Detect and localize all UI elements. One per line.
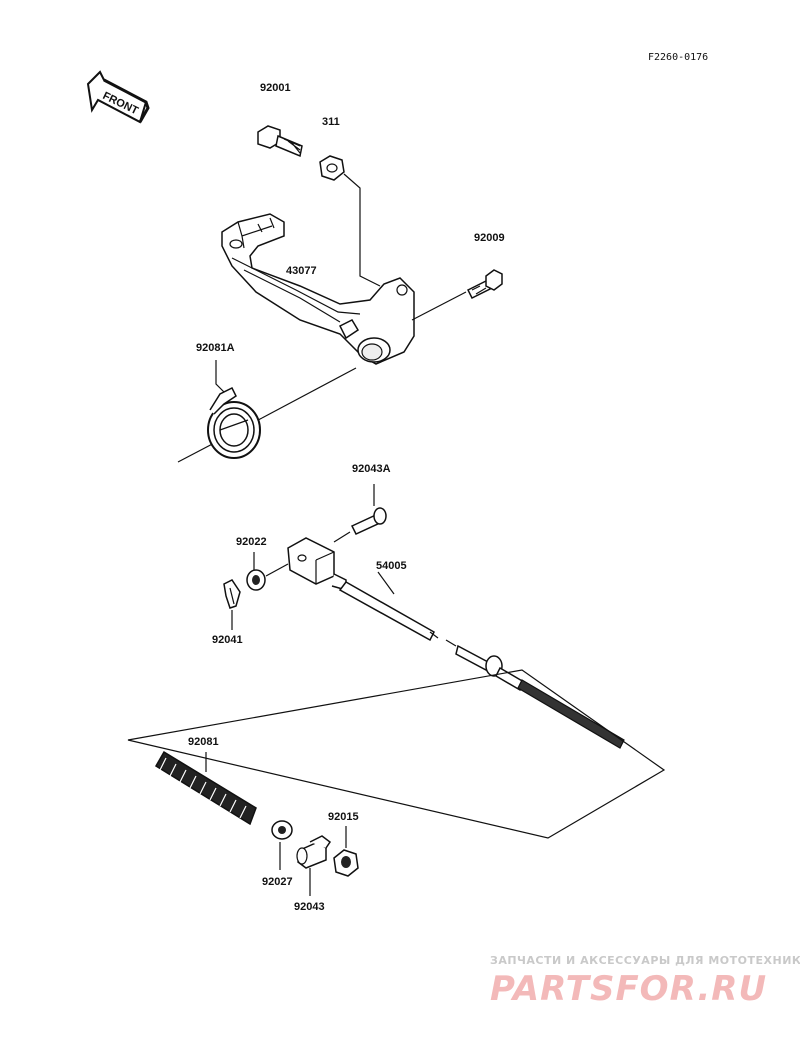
bolt-92001-icon (257, 125, 303, 158)
washer-92027-icon (271, 820, 293, 840)
front-arrow-icon: FRONT (86, 70, 150, 124)
label-92015: 92015 (328, 811, 359, 823)
watermark-tagline: ЗАПЧАСТИ И АКСЕССУАРЫ ДЛЯ МОТОТЕХНИКИ (490, 954, 800, 967)
label-92041: 92041 (212, 634, 243, 646)
torsion-spring-92081a-icon (207, 386, 261, 459)
leader-92081a (215, 360, 225, 393)
nut-311-icon (319, 155, 345, 181)
bolt-92009-icon (466, 269, 503, 300)
brake-rod-54005-icon (338, 581, 439, 642)
label-92027: 92027 (262, 876, 293, 888)
nut-92015-icon (333, 849, 359, 877)
figure-code: F2260-0176 (648, 52, 708, 63)
leader-54005 (377, 571, 395, 595)
adjuster-rod-icon (445, 639, 625, 749)
compression-spring-92081-icon (154, 750, 257, 826)
label-92022: 92022 (236, 536, 267, 548)
cotter-pin-92041-icon (223, 579, 241, 609)
label-43077: 43077 (286, 265, 317, 277)
leader-311 (343, 173, 381, 287)
label-92081a: 92081A (196, 342, 235, 354)
watermark-logo: PARTSFOR.RU (490, 969, 767, 1009)
washer-92022-icon (246, 569, 266, 591)
label-92043a: 92043A (352, 463, 391, 475)
leader-spring-axis-b (261, 367, 357, 419)
label-92009: 92009 (474, 232, 505, 244)
label-92001: 92001 (260, 82, 291, 94)
leader-washer-to-clevis (265, 563, 289, 577)
leader-92009-axis (411, 291, 467, 321)
leader-92043a-to-clevis (333, 531, 351, 543)
rod-clevis-icon (287, 537, 347, 591)
clevis-pin-92043a-icon (350, 507, 387, 535)
label-54005: 54005 (376, 560, 407, 572)
lower-assembly-frame (127, 669, 666, 839)
brake-pedal-43077-icon (221, 213, 415, 365)
label-92081: 92081 (188, 736, 219, 748)
trunnion-92043-icon (296, 835, 332, 869)
label-311: 311 (322, 116, 340, 128)
label-92043: 92043 (294, 901, 325, 913)
